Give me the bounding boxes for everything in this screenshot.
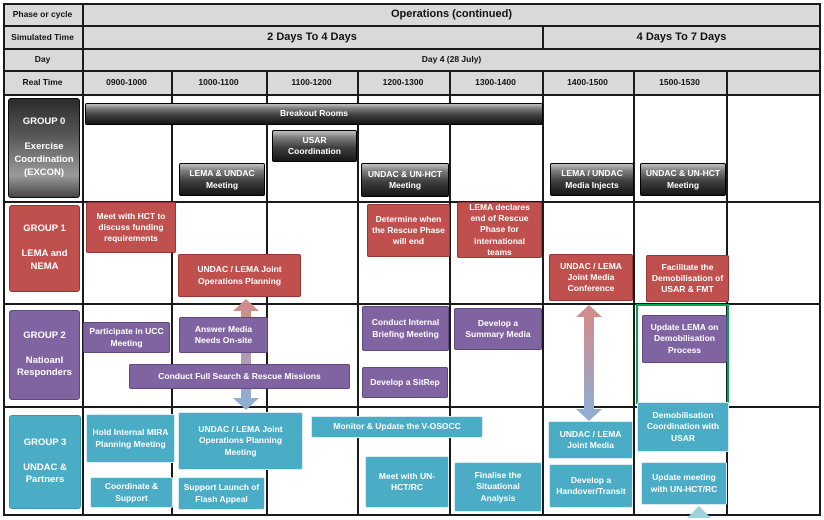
coordinate-support: Coordinate & Support xyxy=(90,477,173,508)
group-1-lema-nema-subtitle: LEMA and NEMA xyxy=(21,248,68,272)
group-3-undac-partners-title: GROUP 3 xyxy=(23,436,67,448)
phase-label: Phase or cycle xyxy=(12,9,73,19)
h-gridline xyxy=(3,48,821,50)
meet-unhct-rc: Meet with UN-HCT/RC xyxy=(365,456,449,508)
group-1-lema-nema: GROUP 1 LEMA and NEMA xyxy=(9,205,80,292)
lema-undac-media-injects: LEMA / UNDAC Media Injects xyxy=(550,163,634,196)
update-meeting-up-arrow-up-head xyxy=(687,506,711,518)
v-gridline xyxy=(542,70,544,516)
group-0-excon-title: GROUP 0 xyxy=(22,116,66,128)
time-slot-1000: 1000-1100 xyxy=(198,77,239,87)
day-value: Day 4 (28 July) xyxy=(421,54,482,64)
group-2-national-responders: GROUP 2 Natioanl Responders xyxy=(9,310,80,400)
time-slot-0900: 0900-1000 xyxy=(106,77,147,87)
ops-planning-link-arrow-shaft xyxy=(241,310,251,399)
participate-ucc-meeting: Participate in UCC Meeting xyxy=(83,322,170,353)
table-outer-border xyxy=(3,3,821,516)
h-gridline xyxy=(3,406,821,408)
determine-rescue-phase-end: Determine when the Rescue Phase will end xyxy=(367,204,450,257)
develop-summary-media: Develop a Summary Media xyxy=(454,308,542,350)
ops-planning-link-arrow xyxy=(233,299,259,410)
lema-declares-end-rescue: LEMA declares end of Rescue Phase for in… xyxy=(457,202,542,258)
undac-lema-ops-planning-meeting: UNDAC / LEMA Joint Operations Planning M… xyxy=(178,412,303,470)
time-slot-1100: 1100-1200 xyxy=(291,77,332,87)
day-label: Day xyxy=(34,54,51,64)
update-lema-demobilisation: Update LEMA on Demobilisation Process xyxy=(642,315,727,363)
group-3-undac-partners-subtitle: UNDAC & Partners xyxy=(23,461,67,486)
undac-lema-joint-media-conference: UNDAC / LEMA Joint Media Conference xyxy=(549,254,633,301)
joint-media-link-arrow-shaft xyxy=(584,316,594,410)
simulated-time-label: Simulated Time xyxy=(11,31,74,42)
group-1-lema-nema-title: GROUP 1 xyxy=(23,223,66,235)
undac-unhct-meeting-1500: UNDAC & UN-HCT Meeting xyxy=(640,163,726,196)
lema-undac-meeting: LEMA & UNDAC Meeting xyxy=(179,163,265,196)
hold-mira-planning: Hold Internal MIRA Planning Meeting xyxy=(86,414,175,463)
develop-handover-transit: Develop a Handover/Transit xyxy=(549,464,633,508)
v-gridline xyxy=(357,70,359,516)
v-gridline xyxy=(633,70,635,516)
undac-lema-joint-media: UNDAC / LEMA Joint Media xyxy=(548,421,633,459)
v-gridline xyxy=(171,70,173,516)
answer-media-needs: Answer Media Needs On-site xyxy=(179,317,268,353)
update-meeting-unhct-rc: Update meeting with UN-HCT/RC xyxy=(641,462,727,505)
simulated-time-late: 4 Days To 7 Days xyxy=(636,30,727,43)
group-2-national-responders-title: GROUP 2 xyxy=(23,329,66,341)
ops-planning-link-arrow-down-head xyxy=(233,398,259,410)
breakout-rooms: Breakout Rooms xyxy=(85,103,543,125)
meet-hct-funding: Meet with HCT to discuss funding require… xyxy=(86,202,176,253)
time-slot-1400: 1400-1500 xyxy=(567,77,608,87)
group-0-excon-subtitle: Exercise Coordination (EXCON) xyxy=(14,141,74,178)
group-0-excon: GROUP 0 Exercise Coordination (EXCON) xyxy=(8,98,80,198)
phase-value: Operations (continued) xyxy=(391,8,512,20)
h-gridline xyxy=(3,25,821,27)
v-gridline xyxy=(82,3,84,516)
h-gridline xyxy=(3,70,821,72)
h-gridline xyxy=(3,94,821,96)
ops-planning-link-arrow-up-head xyxy=(233,299,259,311)
monitor-update-vosocc: Monitor & Update the V-OSOCC xyxy=(311,416,483,438)
demobilisation-coordination-usar: Demobilisation Coordination with USAR xyxy=(637,402,729,452)
time-slot-1500: 1500-1530 xyxy=(659,77,700,87)
time-slot-1200: 1200-1300 xyxy=(382,77,424,87)
h-gridline xyxy=(3,201,821,203)
joint-media-link-arrow-up-head xyxy=(576,305,602,317)
h-gridline xyxy=(3,303,821,305)
undac-unhct-meeting-1200: UNDAC & UN-HCT Meeting xyxy=(361,163,449,197)
time-slot-empty xyxy=(726,70,821,94)
time-slot-1300: 1300-1400 xyxy=(475,77,516,87)
group-3-undac-partners: GROUP 3 UNDAC & Partners xyxy=(9,415,81,509)
joint-media-link-arrow-down-head xyxy=(576,409,602,421)
usar-coordination: USAR Coordination xyxy=(272,130,357,162)
finalise-situational-analysis: Finalise the Situational Analysis xyxy=(454,462,542,512)
v-gridline xyxy=(542,25,544,48)
v-gridline xyxy=(449,70,451,516)
facilitate-demobilisation: Facilitate the Demobilisation of USAR & … xyxy=(646,255,729,302)
conduct-full-sar-missions: Conduct Full Search & Rescue Missions xyxy=(129,364,350,389)
group-2-national-responders-subtitle: Natioanl Responders xyxy=(17,354,72,379)
develop-sitrep: Develop a SitRep xyxy=(362,367,448,398)
support-flash-appeal: Support Launch of Flash Appeal xyxy=(178,477,265,510)
simulated-time-early: 2 Days To 4 Days xyxy=(267,30,357,43)
joint-media-link-arrow xyxy=(576,305,602,421)
real-time-label: Real Time xyxy=(22,77,63,87)
update-meeting-up-arrow xyxy=(687,506,713,518)
conduct-internal-briefing: Conduct Internal Briefing Meeting xyxy=(362,306,449,351)
undac-lema-joint-ops-planning: UNDAC / LEMA Joint Operations Planning xyxy=(178,254,301,297)
